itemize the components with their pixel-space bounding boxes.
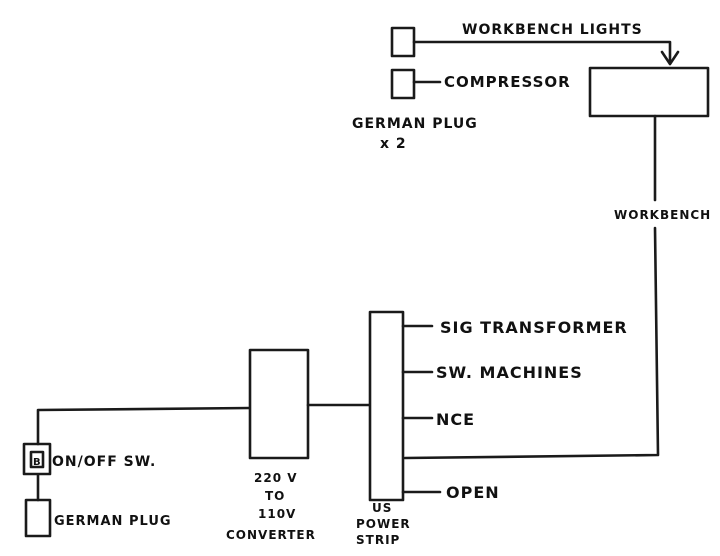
switch-rocker-icon [29, 450, 45, 469]
switch-glyph: B [33, 457, 42, 468]
german-plug-compressor [390, 68, 416, 100]
converter-box [248, 348, 310, 460]
wire-workbench-lights [412, 40, 672, 64]
label-german-plug-x2-line1: GERMAN PLUG [352, 116, 478, 132]
label-converter-line1: 220 V [254, 471, 298, 485]
german-plug-lights [390, 26, 416, 58]
label-converter-line2: TO [265, 489, 285, 503]
label-german-plug-x2-line2: x 2 [380, 136, 407, 152]
label-open: OPEN [446, 483, 500, 502]
label-strip-line3: STRIP [356, 533, 400, 547]
label-german-plug: GERMAN PLUG [54, 514, 172, 529]
workbench-box [588, 66, 710, 118]
german-plug-main [24, 498, 52, 538]
label-converter-line3: 110V [258, 507, 296, 521]
label-strip-line2: POWER [356, 517, 411, 531]
label-workbench-lights: WORKBENCH LIGHTS [462, 22, 643, 38]
label-compressor: COMPRESSOR [444, 73, 571, 91]
label-sw-machines: SW. MACHINES [436, 363, 583, 382]
power-strip-box [368, 310, 405, 502]
arrow-head-icon [660, 50, 680, 66]
label-converter-line4: CONVERTER [226, 528, 316, 542]
label-workbench: WORKBENCH [614, 208, 711, 222]
wire-switch-to-converter [36, 406, 252, 446]
label-on-off-switch: ON/OFF SW. [52, 454, 156, 470]
label-nce: NCE [436, 410, 475, 429]
wire-workbench-lower [403, 226, 660, 460]
label-strip-line1: US [372, 501, 392, 515]
label-sig-transformer: SIG TRANSFORMER [440, 318, 628, 337]
